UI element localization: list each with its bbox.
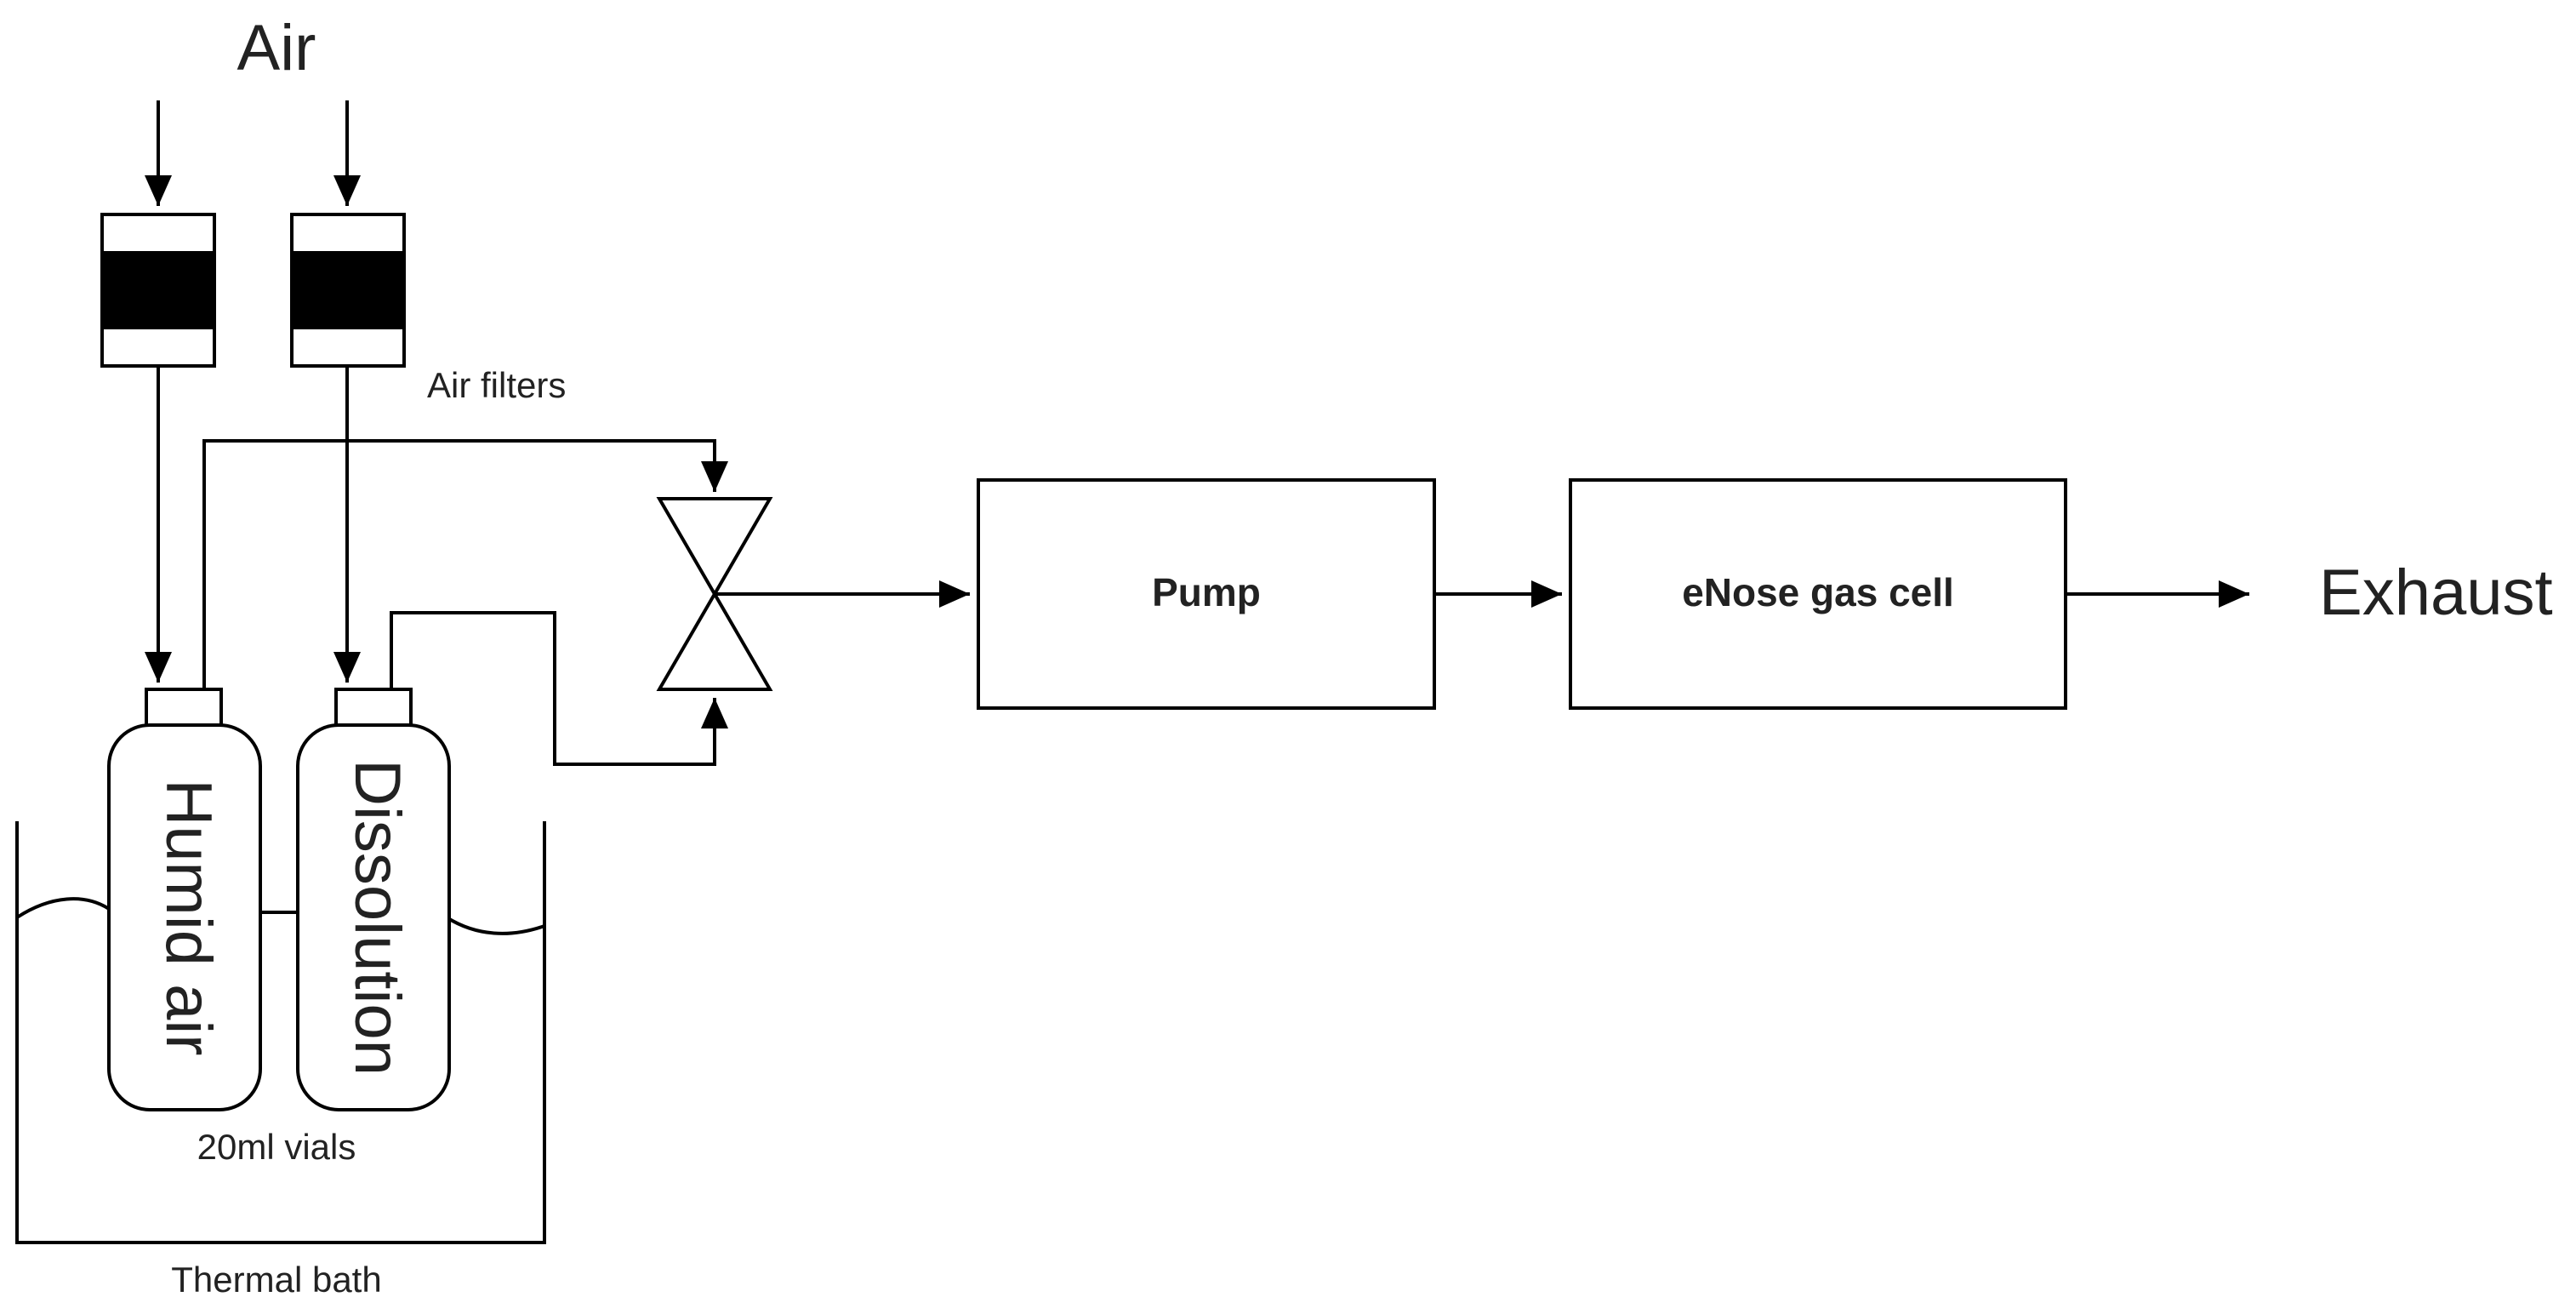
air-filters-label: Air filters bbox=[427, 365, 566, 405]
enose-label: eNose gas cell bbox=[1682, 570, 1954, 614]
valve-bottom-triangle bbox=[656, 591, 773, 691]
dissolution-vial-label: Dissolution bbox=[341, 759, 413, 1076]
vials-caption: 20ml vials bbox=[197, 1127, 356, 1167]
humid-air-vial bbox=[107, 688, 262, 1111]
enose-box bbox=[1569, 478, 2067, 710]
dissolution-vial-cap bbox=[334, 688, 413, 728]
valve-top-triangle bbox=[656, 497, 773, 597]
humid-air-vial-label: Humid air bbox=[152, 779, 225, 1055]
humid-air-vial-cap bbox=[145, 688, 223, 728]
thermal-bath-label: Thermal bath bbox=[171, 1260, 381, 1300]
humid-air-vial-body bbox=[107, 723, 262, 1111]
dissolution-vial bbox=[296, 688, 451, 1111]
exhaust-label: Exhaust bbox=[2319, 557, 2553, 629]
thermal-bath-container bbox=[15, 821, 546, 1244]
dissolution-vial-to-valve-line bbox=[390, 611, 728, 766]
pump-label: Pump bbox=[1152, 570, 1261, 614]
humid-vial-to-valve-line bbox=[202, 439, 728, 689]
air-filter-right bbox=[290, 213, 406, 368]
bath-water-surface bbox=[15, 897, 545, 935]
air-label: Air bbox=[237, 12, 316, 84]
dissolution-vial-body bbox=[296, 723, 451, 1111]
air-filter-left bbox=[100, 213, 216, 368]
